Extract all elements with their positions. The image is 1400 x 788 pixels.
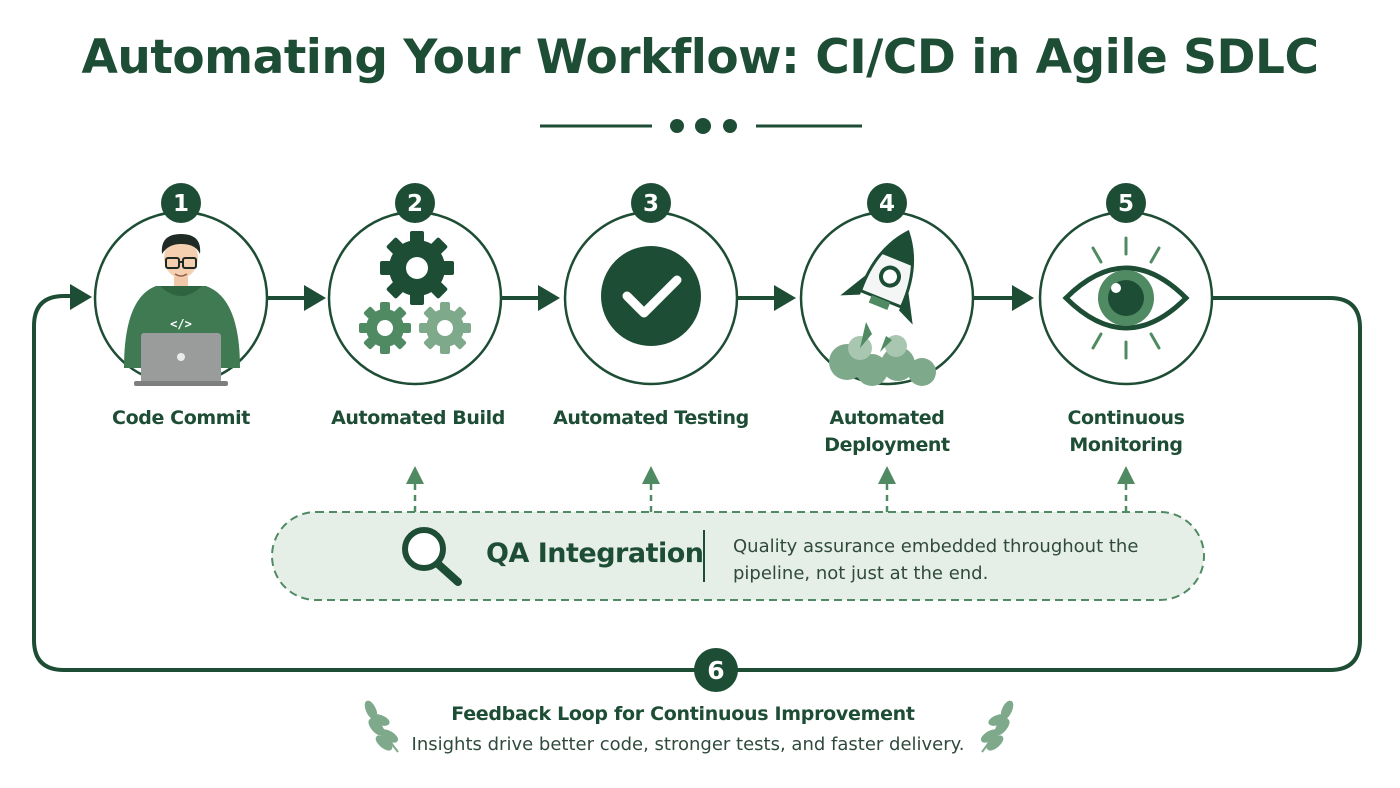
magnifier-icon	[402, 527, 462, 586]
page-title: Automating Your Workflow: CI/CD in Agile…	[81, 30, 1319, 85]
step-6-badge	[694, 648, 738, 692]
step-2-label: Automated Build	[331, 407, 505, 429]
step-5-number: 5	[1118, 191, 1134, 217]
checkmark-icon	[601, 246, 701, 346]
step-4-number: 4	[879, 191, 895, 217]
title-ornament	[540, 118, 862, 134]
qa-dashed-arrows	[406, 466, 1135, 512]
qa-title: QA Integration	[486, 538, 704, 569]
step-2-number: 2	[407, 191, 423, 217]
hoodie-code-tag: </>	[170, 317, 192, 331]
feedback-subtitle: Insights drive better code, stronger tes…	[411, 734, 965, 755]
step-4-label: Automated Deployment	[824, 407, 950, 456]
feedback-title: Feedback Loop for Continuous Improvement	[451, 703, 915, 725]
eye-icon	[1062, 236, 1190, 360]
step-3-number: 3	[643, 191, 659, 217]
step-5-badge	[1106, 183, 1146, 223]
step-connectors	[268, 285, 1034, 311]
step-3-label: Automated Testing	[553, 407, 749, 429]
step-1-badge	[161, 183, 201, 223]
qa-panel	[271, 511, 1205, 601]
laurel-left-icon	[364, 700, 399, 753]
step-5-label: Continuous Monitoring	[1067, 407, 1185, 456]
laurel-right-icon	[980, 700, 1014, 753]
step-1-number: 1	[173, 191, 189, 217]
step-1-label: Code Commit	[112, 407, 250, 429]
developer-laptop-icon: </>	[124, 234, 240, 386]
gears-icon	[359, 231, 471, 354]
qa-description: Quality assurance embedded throughout th…	[733, 536, 1139, 584]
step-4-badge	[867, 183, 907, 223]
step-3-badge	[631, 183, 671, 223]
rocket-icon	[829, 229, 936, 386]
step-2-badge	[395, 183, 435, 223]
step-6-number: 6	[707, 656, 724, 685]
feedback-loop-arrowhead	[70, 284, 92, 310]
